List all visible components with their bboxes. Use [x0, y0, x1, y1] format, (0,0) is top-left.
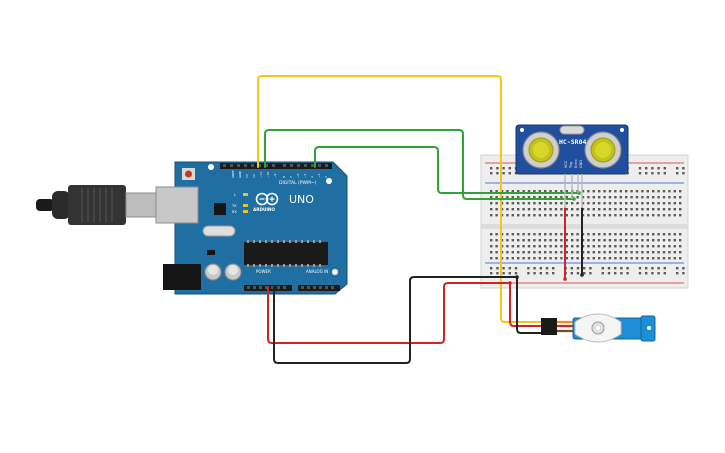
- svg-text:12: 12: [252, 174, 256, 178]
- wire-green-echo[interactable]: [314, 146, 580, 194]
- usb-cable-end: [36, 199, 54, 211]
- crystal-oscillator: [202, 225, 236, 237]
- usb-strain-relief: [52, 191, 70, 219]
- servo-motor[interactable]: [541, 313, 656, 343]
- chip-legs: [247, 240, 321, 267]
- svg-text:AREF: AREF: [231, 170, 235, 178]
- sensor-model-label: HC-SR04: [559, 138, 586, 146]
- icsp-header: [214, 203, 226, 215]
- breadboard[interactable]: [480, 154, 689, 289]
- svg-text:GND: GND: [238, 170, 242, 178]
- svg-text:8: 8: [282, 176, 286, 178]
- breadboard-body: [480, 154, 689, 289]
- l-led-label: L: [234, 193, 236, 197]
- mounting-hole: [208, 164, 214, 170]
- svg-text:VCC: VCC: [564, 160, 568, 168]
- arduino-brand-label: ARDUINO: [253, 207, 275, 212]
- svg-text:2: 2: [324, 176, 328, 178]
- svg-text:~5: ~5: [303, 173, 307, 178]
- tx-led-label: TX: [231, 204, 237, 208]
- breadboard-holes: [490, 167, 685, 275]
- rx-led-label: RX: [232, 210, 237, 214]
- power-label: POWER: [256, 269, 271, 274]
- sensor-pin-labels: VCC Trig Echo GND: [564, 160, 583, 170]
- rx-led: [243, 210, 248, 213]
- servo-connector: [541, 318, 557, 335]
- sensor-crystal: [559, 125, 585, 135]
- svg-text:Echo: Echo: [574, 160, 578, 169]
- sensor-pins: [564, 174, 583, 208]
- l-led: [243, 193, 248, 196]
- svg-text:7: 7: [289, 176, 293, 178]
- usb-plug-metal: [125, 192, 159, 218]
- voltage-regulator: [207, 250, 215, 255]
- svg-text:Trig: Trig: [569, 162, 573, 169]
- usb-grip-lines: [81, 188, 113, 222]
- usb-plug-body: [68, 185, 126, 225]
- svg-text:4: 4: [310, 176, 314, 178]
- svg-text:13: 13: [245, 174, 249, 178]
- reset-button-cap: [185, 170, 192, 178]
- wire-green-trig[interactable]: [264, 129, 575, 200]
- svg-text:~10: ~10: [266, 172, 270, 178]
- atmega-chip: [244, 242, 328, 265]
- usb-cable[interactable]: [36, 185, 159, 225]
- arduino-uno-board[interactable]: AREF GND 13 12 ~11 ~10 ~9 8 7 ~6 ~5 4 ~3…: [155, 161, 348, 295]
- arduino-logo: [255, 192, 279, 206]
- wire-yellow-servo-signal[interactable]: [257, 75, 542, 323]
- wire-endpoints: [508, 191, 584, 285]
- digital-header: [220, 163, 332, 169]
- svg-text:GND: GND: [579, 160, 583, 168]
- dc-power-jack: [163, 264, 201, 290]
- pin-number-labels: AREF GND 13 12 ~11 ~10 ~9 8 7 ~6 ~5 4 ~3…: [231, 170, 328, 178]
- wire-red-servo-power[interactable]: [509, 282, 542, 327]
- usb-b-port: [155, 186, 199, 224]
- mounting-hole: [332, 269, 338, 275]
- analog-in-label: ANALOG IN: [306, 269, 328, 274]
- svg-text:~6: ~6: [296, 173, 300, 178]
- svg-text:~9: ~9: [273, 173, 277, 178]
- digital-pwm-label: DIGITAL (PWM~): [279, 180, 317, 186]
- tx-led: [243, 204, 248, 207]
- digital-header-pins: [223, 164, 328, 167]
- svg-text:~11: ~11: [259, 172, 263, 178]
- breadboard-center-channel: [481, 224, 688, 229]
- wires[interactable]: [257, 75, 583, 364]
- svg-text:~3: ~3: [317, 173, 321, 178]
- mounting-hole: [326, 178, 332, 184]
- lower-header-pins: [247, 286, 334, 289]
- wire-black-servo-ground[interactable]: [516, 276, 542, 334]
- wire-red-5v[interactable]: [267, 282, 511, 344]
- wire-black-gnd[interactable]: [273, 276, 518, 364]
- hc-sr04-sensor[interactable]: HC-SR04 VCC Trig Echo GND: [515, 124, 629, 208]
- uno-label: UNO: [289, 193, 314, 206]
